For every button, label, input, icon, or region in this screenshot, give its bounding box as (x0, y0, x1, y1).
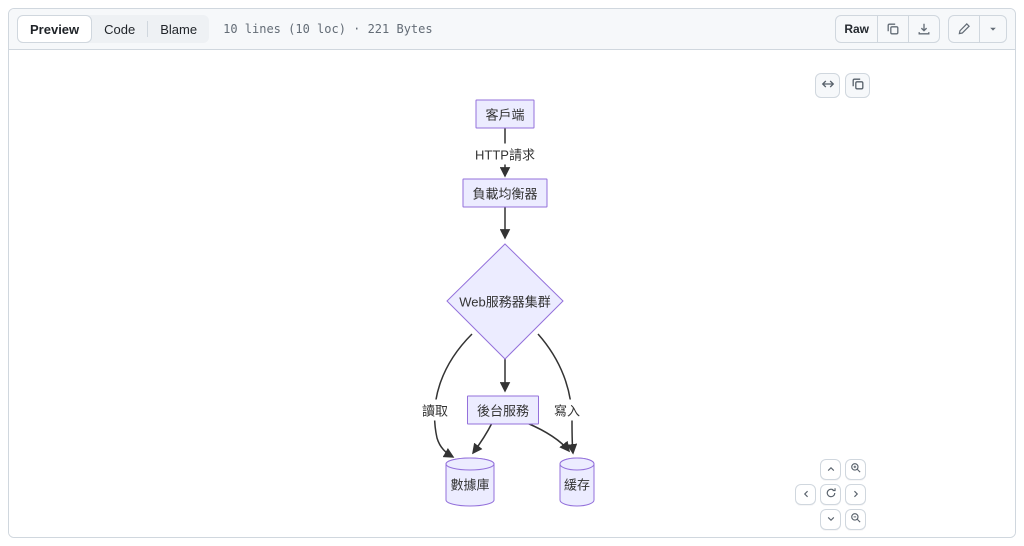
chevron-right-icon (851, 487, 861, 502)
chevron-down-icon (988, 24, 998, 34)
chevron-up-icon (826, 462, 836, 477)
pencil-icon (957, 22, 971, 36)
edge-cluster-database (433, 333, 473, 458)
copy-icon (851, 77, 865, 94)
raw-button[interactable]: Raw (835, 15, 878, 43)
diagram-edges (433, 127, 595, 507)
copy-file-button[interactable] (877, 15, 909, 43)
mermaid-diagram-canvas: 客戶端 負載均衡器 後台服務 Web服務器集群 數據庫 緩存 HTTP請求 讀取… (9, 50, 1015, 537)
segment-divider (147, 21, 149, 37)
view-segmented-control: Preview Code Blame (17, 15, 210, 43)
tab-blame[interactable]: Blame (148, 15, 209, 43)
edit-button[interactable] (948, 15, 980, 43)
edit-dropdown-button[interactable] (979, 15, 1007, 43)
node-web-cluster-label: Web服務器集群 (459, 294, 551, 310)
reset-view-button[interactable] (820, 484, 841, 505)
pan-up-button[interactable] (820, 459, 841, 480)
file-toolbar: Preview Code Blame 10 lines (10 loc) · 2… (9, 9, 1015, 50)
node-backend-service: 後台服務 (466, 395, 540, 425)
tab-code[interactable]: Code (92, 15, 147, 43)
cache-cylinder (559, 457, 595, 507)
zoom-out-button[interactable] (845, 509, 866, 530)
raw-button-group: Raw (835, 15, 940, 43)
pan-down-button[interactable] (820, 509, 841, 530)
pan-right-button[interactable] (845, 484, 866, 505)
download-button[interactable] (908, 15, 940, 43)
node-database-label: 數據庫 (450, 477, 490, 493)
toolbar-actions: Raw (835, 15, 1007, 43)
edge-label-read: 讀取 (418, 399, 452, 421)
zoom-in-button[interactable] (845, 459, 866, 480)
file-viewer-card: Preview Code Blame 10 lines (10 loc) · 2… (8, 8, 1016, 538)
edge-cluster-cache (537, 333, 578, 455)
tab-preview[interactable]: Preview (17, 15, 93, 43)
zoom-in-icon (850, 462, 862, 477)
chevron-left-icon (801, 487, 811, 502)
node-client: 客戶端 (475, 99, 535, 129)
edge-label-http-request: HTTP請求 (472, 143, 538, 165)
chevron-down-icon (826, 512, 836, 527)
zoom-out-icon (850, 512, 862, 527)
copy-diagram-button[interactable] (845, 73, 870, 98)
pan-left-button[interactable] (795, 484, 816, 505)
download-icon (917, 22, 931, 36)
refresh-icon (825, 487, 837, 502)
web-cluster-diamond (446, 243, 564, 360)
node-load-balancer: 負載均衡器 (462, 178, 548, 208)
copy-icon (886, 22, 900, 36)
edge-backend-database (472, 422, 493, 455)
node-cache-label: 緩存 (563, 477, 591, 493)
expand-horizontal-icon (821, 77, 835, 94)
file-stats: 10 lines (10 loc) · 221 Bytes (223, 22, 433, 36)
edge-label-write: 寫入 (550, 399, 584, 421)
fit-width-button[interactable] (815, 73, 840, 98)
database-cylinder (445, 457, 495, 507)
edit-button-group (948, 15, 1007, 43)
edge-backend-cache (526, 422, 570, 453)
